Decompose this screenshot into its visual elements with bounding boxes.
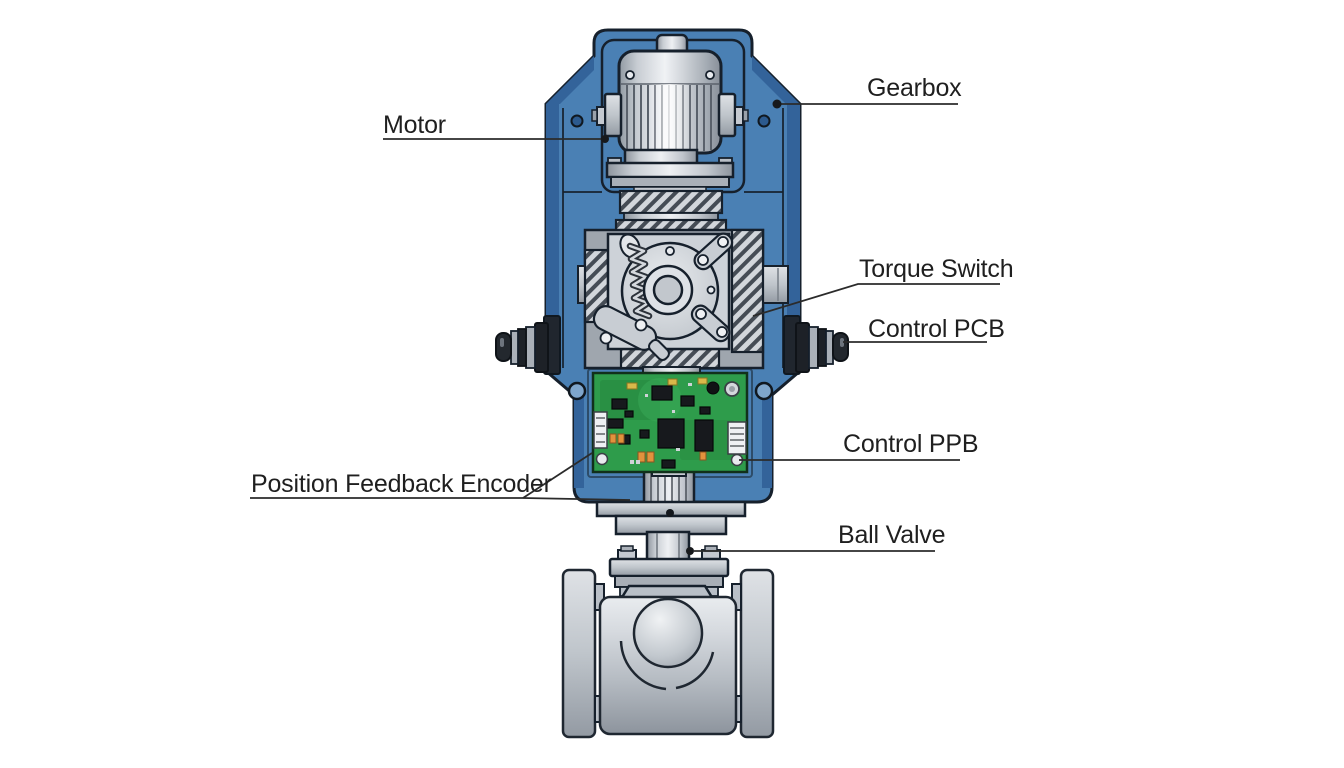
encoder-leader-line bbox=[250, 497, 631, 501]
torque-switch-leader-line bbox=[752, 283, 1000, 317]
label-control-ppb: Control PPB bbox=[843, 430, 979, 458]
pcb-screw-center bbox=[729, 386, 735, 392]
housing-box-left-shade bbox=[574, 395, 584, 488]
mount-plate-upper bbox=[605, 161, 735, 179]
lever-hole-2 bbox=[634, 318, 648, 332]
shaft-ring-1 bbox=[795, 322, 810, 373]
valve-ball bbox=[632, 597, 704, 669]
pipe-flange-right bbox=[739, 568, 775, 739]
ball-valve-dot bbox=[686, 547, 694, 555]
housing-left-shoulder-shade bbox=[546, 56, 594, 104]
side-shaft-left bbox=[495, 322, 549, 373]
tab-ne-screw bbox=[697, 254, 709, 266]
motor-dot bbox=[601, 135, 609, 143]
flange-bolt-head-left bbox=[620, 545, 634, 552]
motor-end-cap-left bbox=[603, 92, 623, 138]
gear-hub-bore bbox=[652, 274, 684, 306]
motor-assembly bbox=[591, 33, 749, 193]
shaft-ring-2 bbox=[525, 326, 536, 369]
label-ball-valve: Ball Valve bbox=[838, 521, 946, 549]
motor-screw-right bbox=[705, 70, 715, 80]
mount-plate-lower bbox=[610, 176, 730, 188]
housing-right-shoulder-shade bbox=[752, 56, 800, 104]
shaft-ring-4 bbox=[510, 330, 519, 365]
pipe-flange-left bbox=[561, 568, 597, 739]
motor-shaft-tip-right bbox=[734, 106, 744, 126]
shaft-cap-highlight bbox=[500, 338, 504, 347]
stem-flange-top bbox=[608, 557, 730, 578]
housing-bolt-top-right bbox=[757, 114, 771, 128]
label-gearbox: Gearbox bbox=[867, 74, 962, 102]
body-arc-right bbox=[675, 651, 715, 690]
pcb-connector-right-pins bbox=[730, 427, 744, 447]
torque-spring-highlight bbox=[628, 244, 651, 318]
housing-bolt-top-left bbox=[570, 114, 584, 128]
housing-box-right-shade bbox=[762, 395, 772, 488]
plate-hole-right bbox=[706, 285, 716, 295]
pcb-capacitors-yellow bbox=[626, 377, 708, 390]
leader-dots bbox=[601, 99, 782, 555]
pcb-connector-left-pins bbox=[596, 417, 605, 443]
tab-se-hole bbox=[716, 326, 728, 338]
shaft-ring-3 bbox=[817, 328, 827, 367]
motor-shaft-tip2-right bbox=[742, 109, 749, 122]
tab-se-screw bbox=[695, 308, 707, 320]
lever-hole-1 bbox=[599, 331, 613, 345]
shaft-ring-3 bbox=[517, 328, 527, 367]
plate-hole-top bbox=[665, 246, 675, 256]
body-arc-left bbox=[619, 640, 667, 691]
pcb-connector-left bbox=[593, 411, 608, 449]
motor-shaft-tip-left bbox=[596, 106, 606, 126]
shaft-ring-2 bbox=[808, 326, 819, 369]
pcb-capacitors-orange bbox=[609, 433, 707, 463]
side-shaft-right bbox=[795, 322, 849, 373]
encoder-leader-branch bbox=[522, 452, 593, 499]
shaft-ring-1 bbox=[534, 322, 549, 373]
worm-gear-upper bbox=[618, 189, 724, 215]
label-control-pcb: Control PCB bbox=[868, 315, 1005, 343]
shaft-ring-4 bbox=[825, 330, 834, 365]
pcb-mount-hole-left bbox=[595, 452, 609, 466]
shaft-cap bbox=[832, 332, 849, 362]
valve-stem bbox=[645, 530, 691, 562]
shaft-cap bbox=[495, 332, 512, 362]
motor-screw-left bbox=[625, 70, 635, 80]
housing-bolt-box-left bbox=[567, 381, 587, 401]
pcb-connector-right bbox=[727, 421, 747, 455]
tab-ne-hole bbox=[717, 236, 729, 248]
torque-lever-tail bbox=[648, 339, 670, 361]
hatch-wall-right bbox=[730, 228, 765, 354]
label-torque-switch: Torque Switch bbox=[859, 255, 1014, 283]
pcb-ic-chips bbox=[606, 385, 714, 469]
control-pcb-board bbox=[591, 371, 749, 474]
housing-left-shade bbox=[546, 104, 559, 371]
ball-valve-assembly bbox=[561, 466, 775, 739]
shaft-cap-highlight bbox=[840, 338, 844, 347]
gearbox-dot bbox=[772, 99, 782, 109]
encoder-coupling-dot bbox=[666, 509, 674, 517]
label-position-feedback-encoder: Position Feedback Encoder bbox=[251, 470, 552, 498]
housing-bolt-box-right bbox=[754, 381, 774, 401]
pcb-round-component bbox=[706, 381, 720, 395]
pcb-solder-pads bbox=[630, 383, 692, 464]
gearbox-chamber bbox=[577, 228, 789, 378]
hatch-band-bottom bbox=[619, 347, 721, 370]
leader-lines bbox=[250, 103, 1000, 552]
motor-end-cap-right bbox=[717, 92, 737, 138]
motor-shaft-tip2-left bbox=[591, 109, 598, 122]
label-motor: Motor bbox=[383, 111, 446, 139]
motor-shine bbox=[648, 84, 692, 150]
